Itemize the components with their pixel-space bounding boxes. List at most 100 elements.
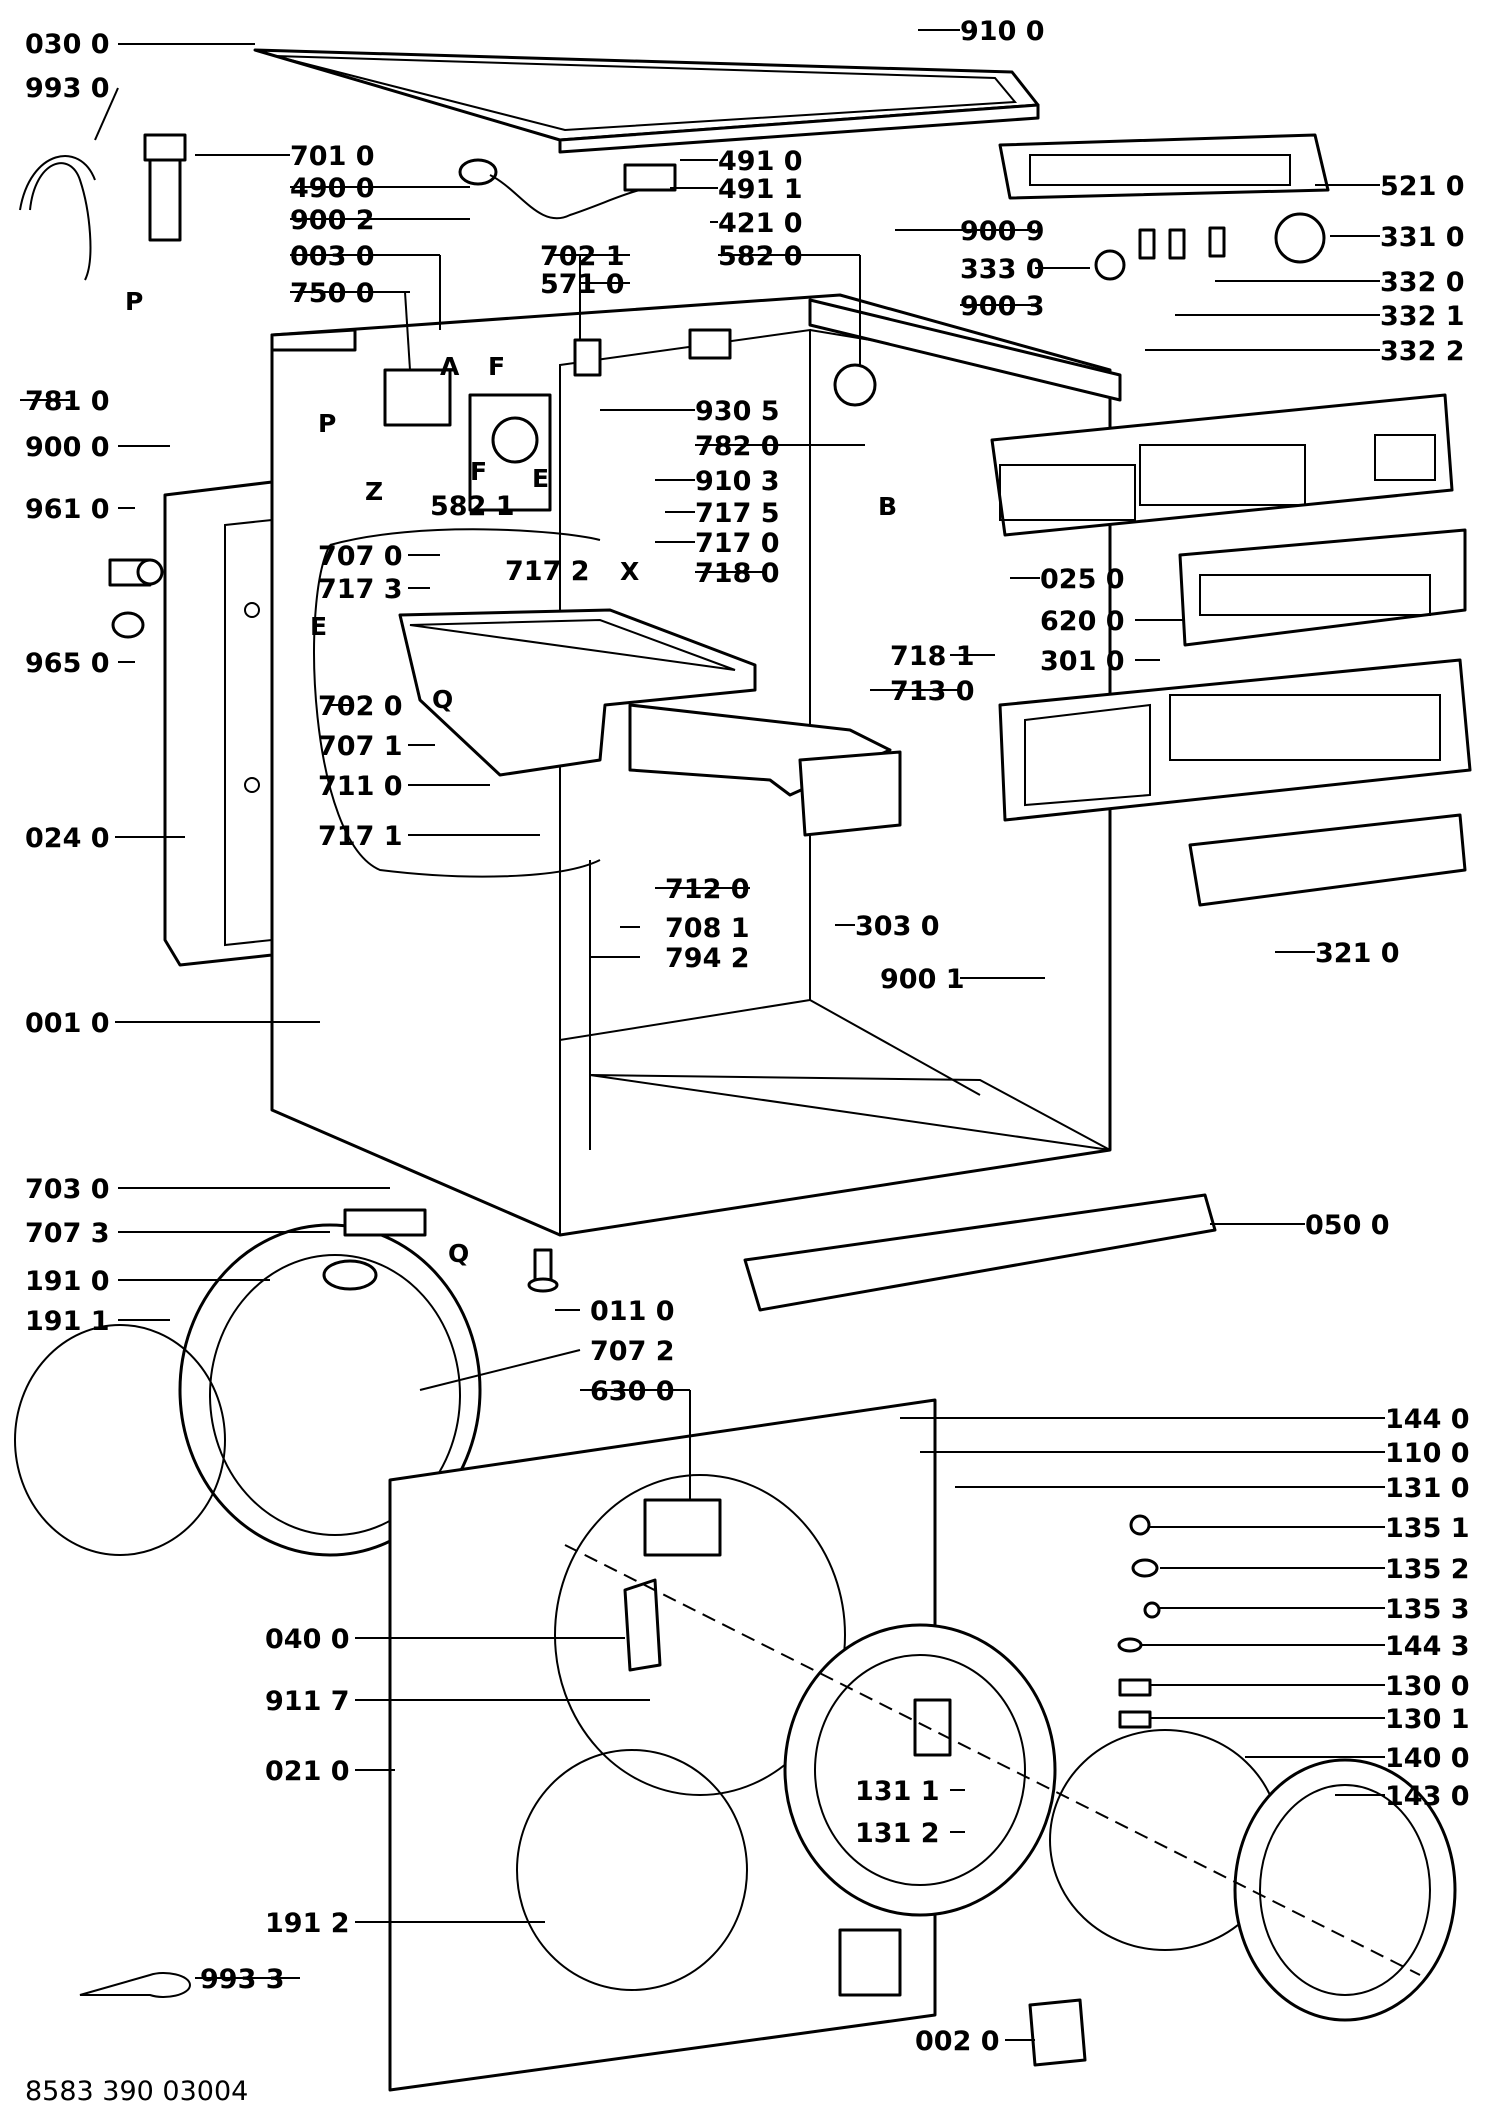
part-label: 491 0	[718, 146, 803, 177]
filter-491	[623, 163, 677, 192]
interference-filter-421	[688, 328, 732, 360]
door-catch-630	[643, 1498, 722, 1557]
cover-002	[1028, 1998, 1087, 2067]
part-label: 050 0	[1305, 1210, 1390, 1241]
part-label: 140 0	[1385, 1743, 1470, 1774]
selector-knob-331	[1274, 212, 1326, 264]
part-label: 332 0	[1380, 267, 1465, 298]
part-label: 191 0	[25, 1266, 110, 1297]
part-label: 582 1	[430, 491, 515, 522]
cable-490	[458, 158, 641, 220]
part-label: 521 0	[1380, 171, 1465, 202]
part-label: 717 3	[318, 574, 403, 605]
part-label: 131 2	[855, 1818, 940, 1849]
part-label: 711 0	[318, 771, 403, 802]
circuit-board-620	[1178, 528, 1467, 647]
letter-mark: E	[532, 464, 549, 493]
pressure-hose-961	[108, 558, 164, 587]
letter-marks: A P F E Z F P B X E Q Q	[125, 287, 897, 1268]
part-label: 707 2	[590, 1336, 675, 1367]
part-label: 135 1	[1385, 1513, 1470, 1544]
part-label: 110 0	[1385, 1438, 1470, 1469]
part-label: 321 0	[1315, 938, 1400, 969]
letter-mark: Q	[432, 685, 453, 714]
letter-mark: A	[440, 352, 460, 381]
ring-707-3	[322, 1259, 378, 1291]
part-label: 144 0	[1385, 1404, 1470, 1435]
pressure-switch-582	[833, 363, 877, 407]
part-label: 191 1	[25, 1306, 110, 1337]
letter-mark: Q	[448, 1239, 469, 1268]
tub-front-191	[178, 1223, 482, 1557]
part-label: 301 0	[1040, 646, 1125, 677]
part-label: 703 0	[25, 1174, 110, 1205]
hose-703	[343, 1208, 427, 1237]
plinth-050	[743, 1193, 1217, 1312]
knob-333	[1094, 249, 1126, 281]
tool-993-3	[79, 1972, 192, 1998]
part-label: 707 3	[25, 1218, 110, 1249]
part-label: 717 5	[695, 498, 780, 529]
letter-mark: Z	[365, 477, 383, 506]
switch-buttons-332	[1138, 226, 1226, 260]
door-frame-110	[783, 1623, 1057, 1917]
part-label: 191 2	[265, 1908, 350, 1939]
part-label: 021 0	[265, 1756, 350, 1787]
part-label: 130 0	[1385, 1671, 1470, 1702]
letter-mark: F	[488, 352, 505, 381]
part-label: 333 0	[960, 254, 1045, 285]
part-label: 717 2	[505, 556, 590, 587]
part-label: 143 0	[1385, 1781, 1470, 1812]
door-seal-191-1	[14, 1324, 226, 1556]
letter-mark: P	[125, 287, 143, 316]
leader-lines	[20, 29, 1385, 2041]
part-label: 718 0	[695, 558, 780, 589]
part-label: 001 0	[25, 1008, 110, 1039]
part-label: 930 5	[695, 396, 780, 427]
part-label: 707 1	[318, 731, 403, 762]
part-label: 135 3	[1385, 1594, 1470, 1625]
part-label: 911 7	[265, 1686, 350, 1717]
part-label: 708 1	[665, 913, 750, 944]
part-label: 717 0	[695, 528, 780, 559]
part-label: 961 0	[25, 494, 110, 525]
part-label: 491 1	[718, 174, 803, 205]
part-label: 131 1	[855, 1776, 940, 1807]
part-label: 900 2	[290, 205, 375, 236]
part-label: 030 0	[25, 29, 110, 60]
part-label: 630 0	[590, 1376, 675, 1407]
part-label: 965 0	[25, 648, 110, 679]
part-label: 490 0	[290, 173, 375, 204]
part-label: 702 0	[318, 691, 403, 722]
small-hardware-135-130	[1117, 1514, 1161, 1729]
part-label: 707 0	[318, 541, 403, 572]
ring-965	[111, 611, 145, 639]
part-label: 135 2	[1385, 1554, 1470, 1585]
part-label: 582 0	[718, 241, 803, 272]
part-label: 993 3	[200, 1964, 285, 1995]
letter-mark: B	[878, 492, 897, 521]
part-label: 781 0	[25, 386, 110, 417]
letter-mark: F	[470, 457, 487, 486]
part-label: 003 0	[290, 241, 375, 272]
part-label: 782 0	[695, 431, 780, 462]
control-panel-301	[998, 658, 1472, 822]
letter-mark: X	[620, 557, 639, 586]
latch-040	[623, 1578, 662, 1672]
part-label: 571 0	[540, 269, 625, 300]
part-label: 750 0	[290, 278, 375, 309]
part-label: 040 0	[265, 1624, 350, 1655]
document-number: 8583 390 03004	[25, 2076, 248, 2107]
part-label: 718 1	[890, 641, 975, 672]
control-module-521	[998, 133, 1330, 200]
part-label: 910 3	[695, 466, 780, 497]
letter-mark: E	[310, 612, 327, 641]
part-label: 701 0	[290, 141, 375, 172]
part-label: 712 0	[665, 874, 750, 905]
part-label: 144 3	[1385, 1631, 1470, 1662]
part-label: 130 1	[1385, 1704, 1470, 1735]
part-label: 900 9	[960, 216, 1045, 247]
panel-frame-025	[990, 393, 1454, 537]
part-label: 011 0	[590, 1296, 675, 1327]
